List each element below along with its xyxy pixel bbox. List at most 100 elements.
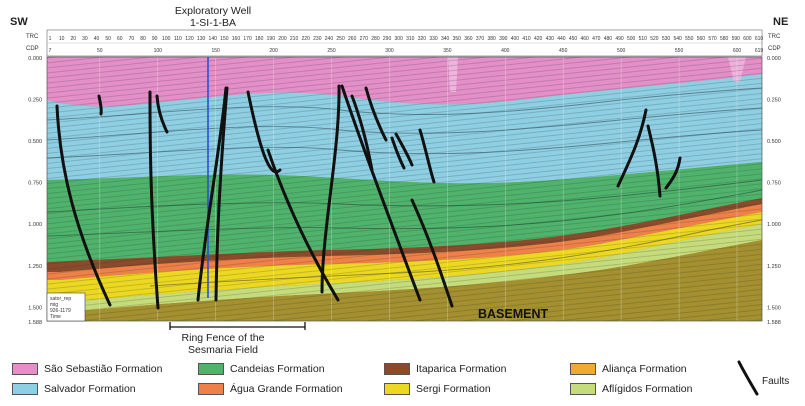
legend-item-salvador: Salvador Formation [12,383,136,395]
trc-tick-label: 160 [232,36,241,42]
legend-swatch [198,383,224,395]
trc-tick-label: 440 [557,36,566,42]
well-title-line1: Exploratory Well [174,5,252,17]
time-tick-label-right: 0.500 [767,139,781,145]
processing-info-box: sator_rep mig 926-1179 Time [46,292,86,322]
legend-swatch [12,363,38,375]
trc-tick-label: 140 [209,36,218,42]
trc-tick-label: 450 [569,36,578,42]
legend-item-alianca: Aliança Formation [570,363,687,375]
trc-tick-label: 170 [243,36,252,42]
trc-tick-label: 180 [255,36,264,42]
cdp-tick-label: 600 [733,48,742,54]
cdp-tick-label: 450 [559,48,568,54]
direction-sw-label: SW [10,16,28,28]
trc-tick-label: 270 [360,36,369,42]
time-tick-label-left: 0.000 [28,56,42,62]
legend-swatch [570,363,596,375]
trc-tick-label: 390 [499,36,508,42]
trc-tick-label: 300 [395,36,404,42]
cdp-tick-label: 7 [49,48,52,54]
trc-tick-label: 10 [59,36,65,42]
trc-tick-label: 470 [592,36,601,42]
basement-label: BASEMENT [478,307,549,321]
trc-tick-label: 490 [615,36,624,42]
legend-swatch [570,383,596,395]
time-tick-label-right: 1.500 [767,305,781,311]
ring-fence-line1: Ring Fence of the [181,332,265,344]
trc-tick-label: 190 [267,36,276,42]
trc-tick-label: 500 [627,36,636,42]
trc-tick-label: 50 [105,36,111,42]
legend-item-sergi: Sergi Formation [384,383,491,395]
trc-tick-label: 230 [313,36,322,42]
trc-tick-label: 430 [546,36,555,42]
info-line-1: mig [50,302,58,308]
trc-tick-label: 310 [406,36,415,42]
time-tick-label-left: 0.500 [28,139,42,145]
trc-tick-label: 150 [220,36,229,42]
trc-tick-label: 100 [162,36,171,42]
trc-tick-label: 130 [197,36,206,42]
trc-tick-label: 510 [639,36,648,42]
legend-item-candeias: Candeias Formation [198,363,325,375]
trc-tick-label: 250 [336,36,345,42]
trc-tick-label: 520 [650,36,659,42]
time-tick-label-left: 0.250 [28,98,42,104]
legend-label: Sergi Formation [416,383,491,395]
info-line-2: 926-1179 [50,308,71,314]
legend-label: Candeias Formation [230,363,325,375]
trc-tick-label: 330 [429,36,438,42]
trc-tick-label: 210 [290,36,299,42]
trc-tick-label: 80 [140,36,146,42]
legend-swatch [198,363,224,375]
time-tick-label-left: 1.250 [28,264,42,270]
legend-swatch [384,363,410,375]
trc-tick-label: 550 [685,36,694,42]
trc-tick-label: 280 [371,36,380,42]
legend-label: Itaparica Formation [416,363,507,375]
legend-label: Água Grande Formation [230,383,343,395]
time-tick-label-right: 1.000 [767,222,781,228]
time-tick-label-right: 0.250 [767,98,781,104]
trc-tick-label: 590 [732,36,741,42]
cdp-tick-label: 50 [97,48,103,54]
trc-tick-label: 480 [604,36,613,42]
time-tick-label-right: 0.000 [767,56,781,62]
trc-tick-label: 70 [129,36,135,42]
trc-tick-label: 320 [418,36,427,42]
trc-tick-label: 290 [383,36,392,42]
trc-tick-label: 360 [464,36,473,42]
legend-swatch [12,383,38,395]
legend-item-sao-sebastiao: São Sebastião Formation [12,363,162,375]
trc-tick-label: 370 [476,36,485,42]
trc-tick-label: 420 [534,36,543,42]
trc-tick-label: 380 [488,36,497,42]
trc-tick-label: 580 [720,36,729,42]
info-line-3: Time [50,314,61,320]
legend-label: São Sebastião Formation [44,363,163,375]
trc-tick-label: 570 [708,36,717,42]
trc-tick-label: 240 [325,36,334,42]
cdp-tick-label: 250 [327,48,336,54]
ring-fence-line2: Sesmaria Field [187,344,259,356]
trc-tick-label: 410 [522,36,531,42]
trc-tick-label: 340 [441,36,450,42]
ring-fence-bracket [169,322,306,330]
cdp-tick-label: 300 [385,48,394,54]
trc-tick-label: 350 [453,36,462,42]
cdp-tick-label: 100 [154,48,163,54]
trc-tick-label: 1 [49,36,52,42]
trc-tick-label: 260 [348,36,357,42]
ring-fence-label: Ring Fence of the Sesmaria Field [160,332,286,356]
trc-tick-label: 610 [755,36,764,42]
trc-tick-label: 540 [673,36,682,42]
trc-tick-label: 120 [185,36,194,42]
time-tick-label-left: 1.500 [28,305,42,311]
faults-legend-label: Faults [762,376,790,387]
legend-label: Aliança Formation [602,363,687,375]
